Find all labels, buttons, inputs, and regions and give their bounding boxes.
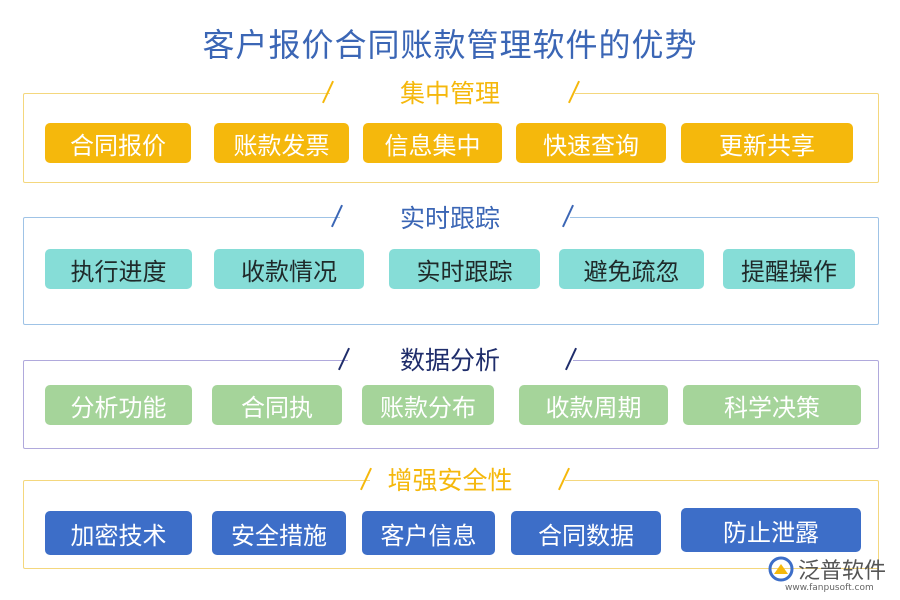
item-button: 快速查询 xyxy=(516,123,666,163)
item-button: 合同执 xyxy=(212,385,342,425)
logo-name: 泛普软件 xyxy=(798,559,887,584)
section-label: 集中管理 xyxy=(399,79,500,108)
item-button: 避免疏忽 xyxy=(559,249,704,289)
fanpu-logo-icon xyxy=(768,556,794,582)
item-button: 账款分布 xyxy=(362,385,494,425)
fanpu-logo: 泛普软件 xyxy=(768,555,887,584)
item-button: 安全措施 xyxy=(212,511,346,555)
item-button: 实时跟踪 xyxy=(389,249,540,289)
section-label: 增强安全性 xyxy=(387,466,513,495)
item-button: 收款情况 xyxy=(214,249,364,289)
item-button: 防止泄露 xyxy=(681,508,861,552)
item-button: 科学决策 xyxy=(683,385,861,425)
logo-url: www.fanpusoft.com xyxy=(785,583,874,593)
item-button: 合同数据 xyxy=(511,511,661,555)
section-label: 数据分析 xyxy=(399,346,500,375)
section-label: 实时跟踪 xyxy=(399,204,500,233)
item-button: 收款周期 xyxy=(519,385,668,425)
item-button: 提醒操作 xyxy=(723,249,855,289)
item-button: 账款发票 xyxy=(214,123,349,163)
item-button: 分析功能 xyxy=(45,385,192,425)
item-button: 信息集中 xyxy=(363,123,502,163)
item-button: 执行进度 xyxy=(45,249,192,289)
item-button: 合同报价 xyxy=(45,123,191,163)
item-button: 客户信息 xyxy=(362,511,495,555)
diagram-title: 客户报价合同账款管理软件的优势 xyxy=(202,26,698,64)
item-button: 加密技术 xyxy=(45,511,192,555)
item-button: 更新共享 xyxy=(681,123,853,163)
